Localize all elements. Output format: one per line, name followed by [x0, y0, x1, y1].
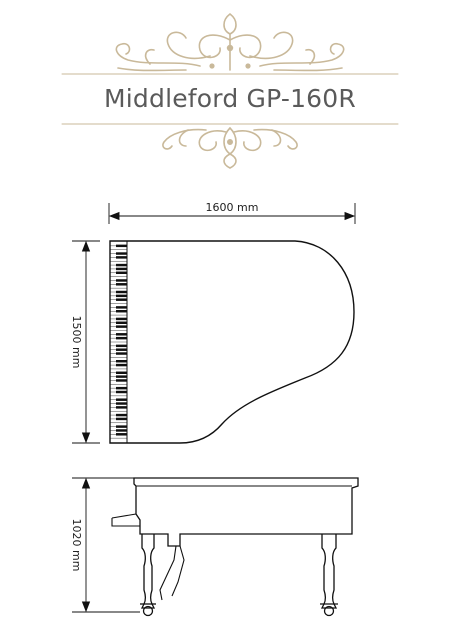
- black-key: [116, 406, 127, 409]
- black-key: [116, 244, 127, 248]
- black-key: [116, 429, 127, 432]
- depth-label: 1500 mm: [70, 316, 83, 369]
- page-title: Middleford GP-160R: [104, 84, 356, 113]
- black-key: [116, 294, 127, 298]
- black-key: [116, 417, 127, 421]
- black-key: [116, 267, 127, 271]
- black-key: [116, 290, 127, 294]
- black-key: [116, 348, 127, 351]
- black-key: [116, 310, 127, 313]
- black-key: [116, 252, 127, 255]
- piano-side-view: [111, 477, 359, 617]
- black-key: [116, 317, 127, 321]
- black-key: [116, 333, 127, 336]
- height-dimension: [72, 477, 140, 613]
- black-key: [116, 279, 127, 282]
- black-key: [116, 306, 127, 309]
- black-key: [116, 344, 127, 348]
- black-key: [116, 352, 127, 355]
- black-key: [116, 433, 127, 436]
- black-key: [116, 363, 127, 367]
- black-key: [116, 390, 127, 394]
- black-key: [116, 425, 127, 428]
- black-key: [116, 336, 127, 340]
- black-key: [116, 371, 127, 374]
- black-key: [116, 321, 127, 324]
- piano-top-view: [109, 240, 355, 444]
- black-key: [116, 386, 127, 390]
- black-key: [116, 325, 127, 328]
- black-key: [116, 379, 127, 382]
- black-key: [116, 413, 127, 417]
- black-key: [116, 298, 127, 301]
- piano-keys: [110, 244, 127, 439]
- black-key: [116, 402, 127, 405]
- black-key: [116, 360, 127, 363]
- black-key: [116, 256, 127, 259]
- height-label: 1020 mm: [70, 519, 83, 572]
- black-key: [116, 398, 127, 401]
- black-key: [116, 375, 127, 378]
- depth-dimension: [72, 240, 100, 444]
- width-label: 1600 mm: [206, 201, 259, 214]
- bottom-ornament-icon: [61, 123, 399, 169]
- top-ornament-icon: [61, 12, 399, 75]
- black-key: [116, 263, 127, 267]
- black-key: [116, 283, 127, 286]
- black-key: [116, 271, 127, 274]
- width-dimension: [108, 203, 356, 224]
